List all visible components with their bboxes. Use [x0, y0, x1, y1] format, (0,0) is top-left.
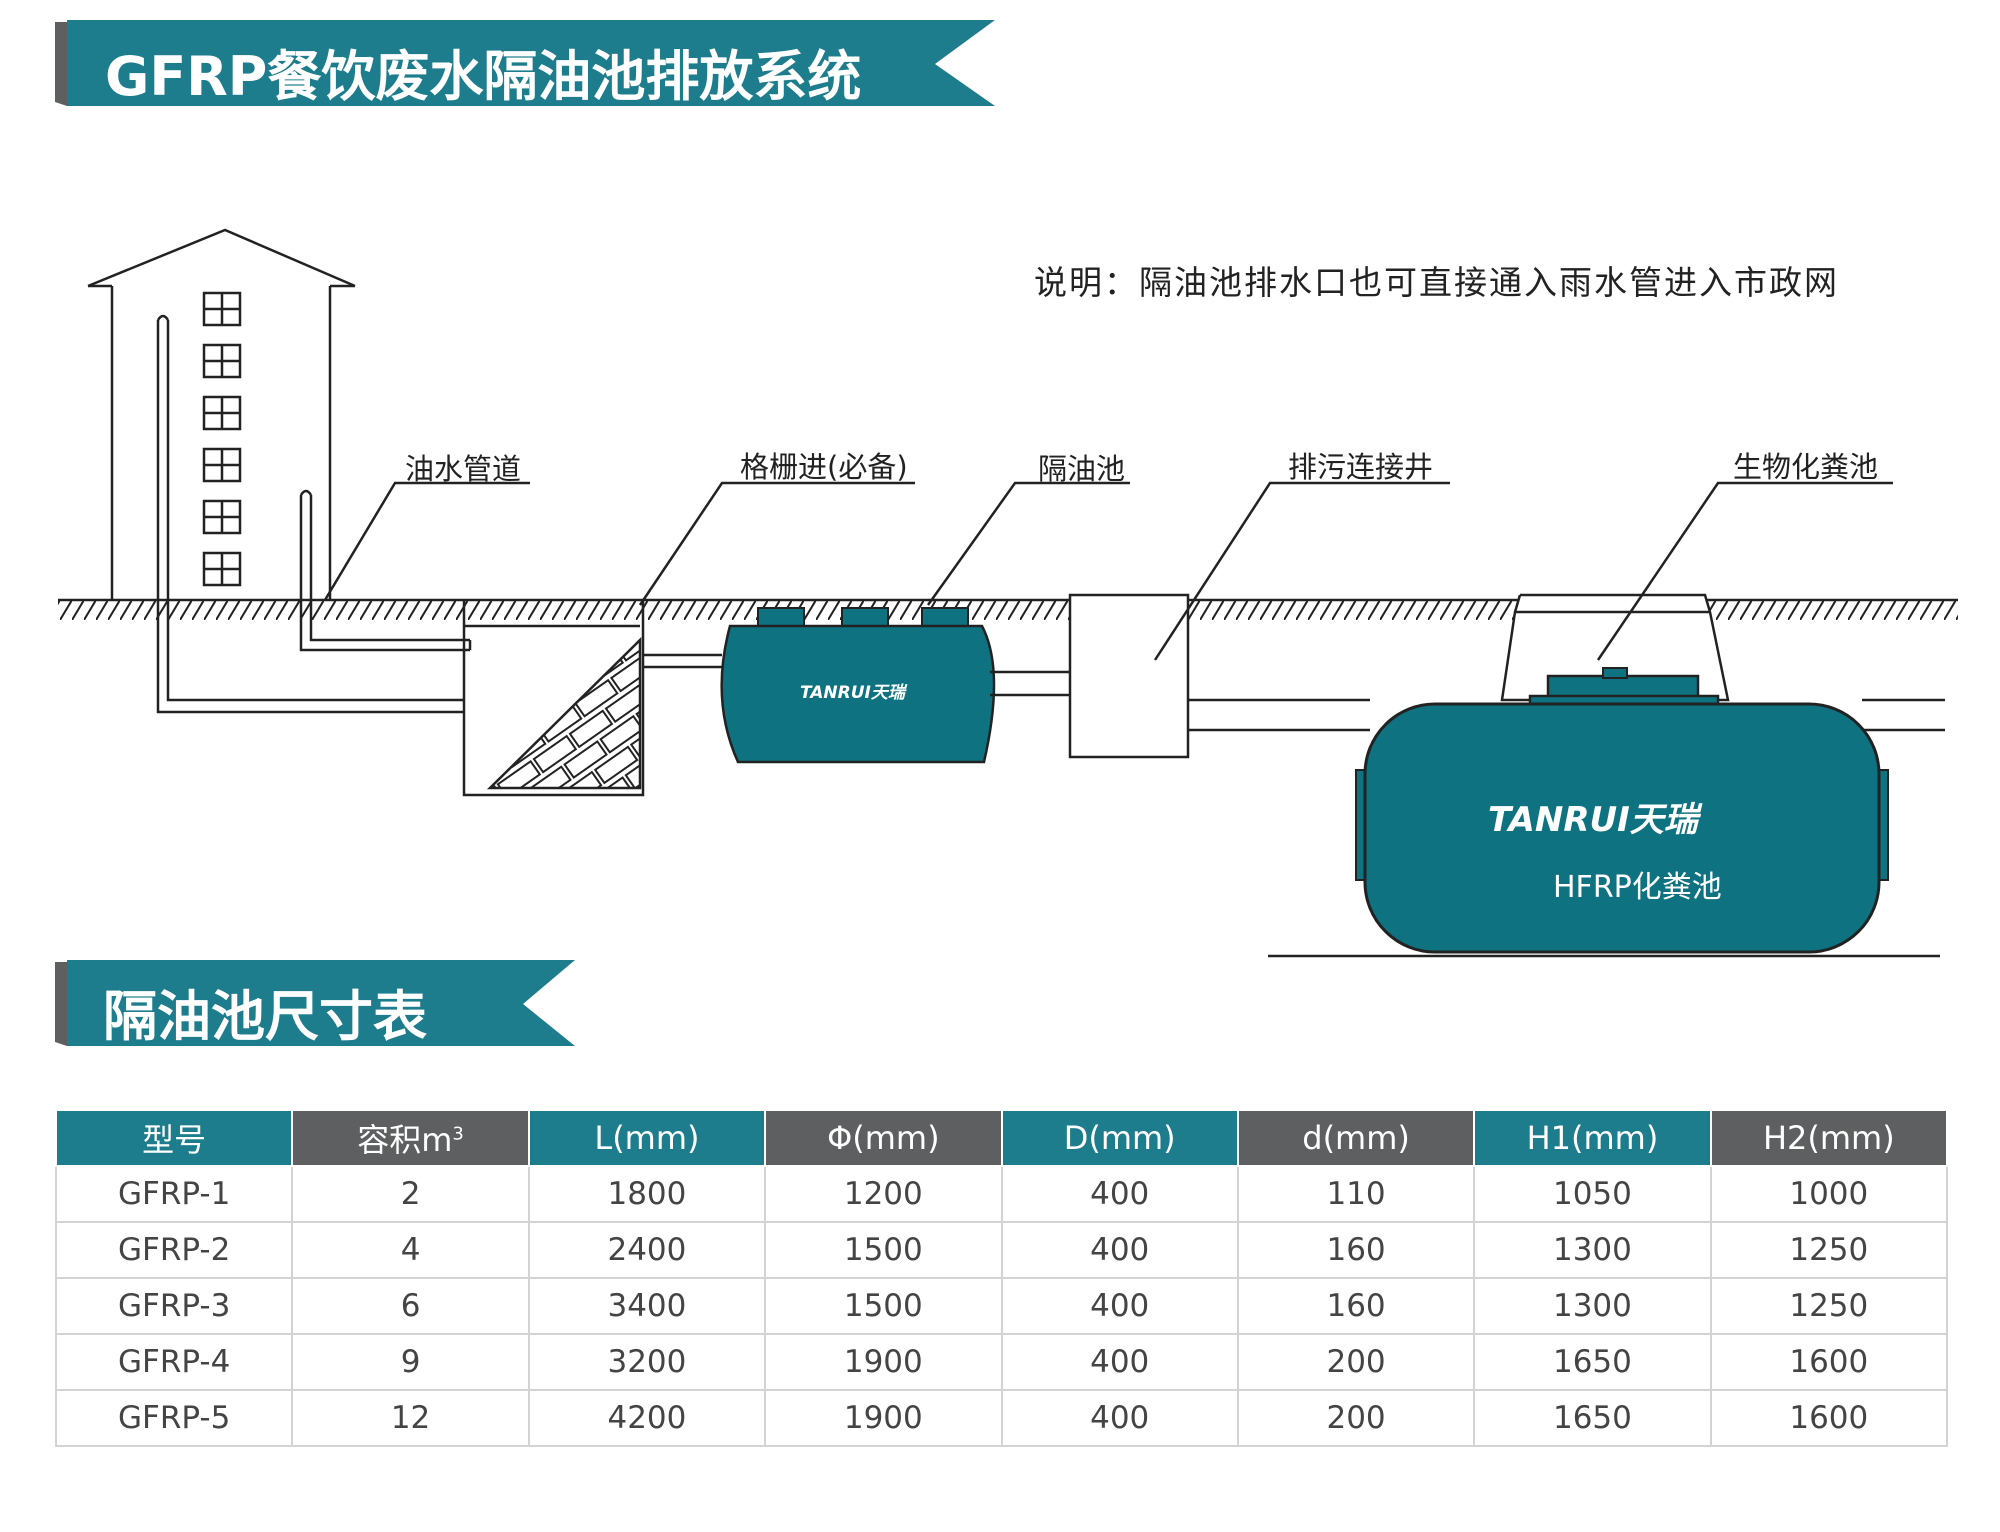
- table-row: GFRP-4 9 3200 1900 400 200 1650 1600: [54, 1333, 1949, 1391]
- table-cell: 3200: [527, 1333, 767, 1391]
- building-windows: [202, 291, 242, 587]
- table-cell: GFRP-5: [54, 1389, 294, 1447]
- leader-septic: [1596, 481, 1893, 661]
- table-cell: 9: [291, 1333, 530, 1391]
- table-cell: 1250: [1709, 1221, 1949, 1279]
- banner-shape: [55, 20, 995, 106]
- table-cell: 1650: [1473, 1389, 1712, 1447]
- table-cell: 1650: [1473, 1333, 1712, 1391]
- table-cell: 400: [1000, 1277, 1239, 1335]
- table-cell: 400: [1000, 1221, 1239, 1279]
- pipe-to-septic: [1188, 698, 1945, 732]
- building: [87, 228, 356, 600]
- header-length: L(mm): [527, 1109, 767, 1167]
- table-cell: 3400: [527, 1277, 767, 1335]
- header-D: D(mm): [1000, 1109, 1239, 1167]
- table-cell: 12: [291, 1389, 530, 1447]
- leader-well: [1153, 481, 1450, 661]
- label-leaders: [323, 481, 1893, 661]
- table-cell: 2400: [527, 1221, 767, 1279]
- table-cell: 1900: [764, 1333, 1003, 1391]
- table-cell: 1600: [1709, 1333, 1949, 1391]
- pipe-to-well: [990, 670, 1070, 697]
- table-cell: 4200: [527, 1389, 767, 1447]
- header-model: 型号: [54, 1109, 294, 1167]
- header-H2: H2(mm): [1709, 1109, 1949, 1167]
- oil-water-pipe: [156, 314, 472, 714]
- table-cell: GFRP-1: [54, 1165, 294, 1223]
- septic-access-shaft: [1500, 593, 1730, 702]
- table-cell: 1600: [1709, 1389, 1949, 1447]
- table-cell: 2: [291, 1165, 530, 1223]
- table-cell: 110: [1236, 1165, 1476, 1223]
- table-cell: 200: [1236, 1389, 1476, 1447]
- table-cell: GFRP-3: [54, 1277, 294, 1335]
- table-row: GFRP-2 4 2400 1500 400 160 1300 1250: [54, 1221, 1949, 1279]
- header-H1: H1(mm): [1473, 1109, 1712, 1167]
- leader-grille: [638, 481, 915, 606]
- table-row: GFRP-3 6 3400 1500 400 160 1300 1250: [54, 1277, 1949, 1335]
- note-text: 说明：隔油池排水口也可直接通入雨水管进入市政网: [1034, 263, 1839, 302]
- connection-well: [1068, 593, 1190, 759]
- table-cell: 160: [1236, 1277, 1476, 1335]
- label-oil-water-pipe: 油水管道: [405, 452, 522, 486]
- header-d: d(mm): [1236, 1109, 1476, 1167]
- dimension-table: 型号 容积m3 L(mm) Φ(mm) D(mm) d(mm) H1(mm) H…: [54, 1109, 1949, 1447]
- table-row: GFRP-1 2 1800 1200 400 110 1050 1000: [54, 1165, 1949, 1223]
- label-connection-well: 排污连接井: [1288, 450, 1434, 484]
- label-septic: 生物化粪池: [1733, 450, 1879, 484]
- table-cell: 6: [291, 1277, 530, 1335]
- table-cell: 1000: [1709, 1165, 1949, 1223]
- table-header-row: 型号 容积m3 L(mm) Φ(mm) D(mm) d(mm) H1(mm) H…: [54, 1109, 1949, 1167]
- table-cell: GFRP-2: [54, 1221, 294, 1279]
- section-banner-shape: [55, 960, 575, 1046]
- table-cell: 1500: [764, 1277, 1003, 1335]
- header-diameter: Φ(mm): [764, 1109, 1003, 1167]
- table-cell: 1300: [1473, 1277, 1712, 1335]
- page-title: GFRP餐饮废水隔油池排放系统: [105, 45, 862, 108]
- grille-pit: [462, 600, 645, 797]
- leader-separator: [926, 481, 1130, 606]
- big-tank-caption: HFRP化粪池: [1553, 870, 1722, 905]
- header-volume-sup: 3: [452, 1123, 464, 1145]
- table-cell: 1300: [1473, 1221, 1712, 1279]
- septic-tank: [1355, 667, 1889, 954]
- table-cell: 400: [1000, 1389, 1239, 1447]
- table-cell: 1900: [764, 1389, 1003, 1447]
- table-cell: 1500: [764, 1221, 1003, 1279]
- big-tank-logo: TANRUI天瑞: [1488, 800, 1698, 840]
- header-banner: GFRP餐饮废水隔油池排放系统: [55, 18, 995, 108]
- table-row: GFRP-5 12 4200 1900 400 200 1650 1600: [54, 1389, 1949, 1447]
- section-banner: 隔油池尺寸表: [55, 958, 575, 1048]
- table-cell: 160: [1236, 1221, 1476, 1279]
- label-grille: 格栅进(必备): [740, 450, 908, 484]
- table-cell: 4: [291, 1221, 530, 1279]
- label-separator: 隔油池: [1038, 452, 1126, 486]
- small-tank-logo: TANRUI天瑞: [800, 683, 905, 703]
- table-cell: 1200: [764, 1165, 1003, 1223]
- header-volume-text: 容积m: [357, 1121, 453, 1159]
- table-cell: 1050: [1473, 1165, 1712, 1223]
- table-cell: 400: [1000, 1333, 1239, 1391]
- leader-pipe: [323, 481, 530, 601]
- table-cell: 1250: [1709, 1277, 1949, 1335]
- table-cell: 1800: [527, 1165, 767, 1223]
- table-cell: 200: [1236, 1333, 1476, 1391]
- system-diagram: [58, 228, 1958, 958]
- pipe-to-separator: [643, 653, 722, 669]
- table-cell: 400: [1000, 1165, 1239, 1223]
- section-title: 隔油池尺寸表: [103, 985, 427, 1048]
- table-cell: GFRP-4: [54, 1333, 294, 1391]
- header-volume: 容积m3: [291, 1109, 530, 1167]
- oil-separator-tank: [720, 607, 996, 764]
